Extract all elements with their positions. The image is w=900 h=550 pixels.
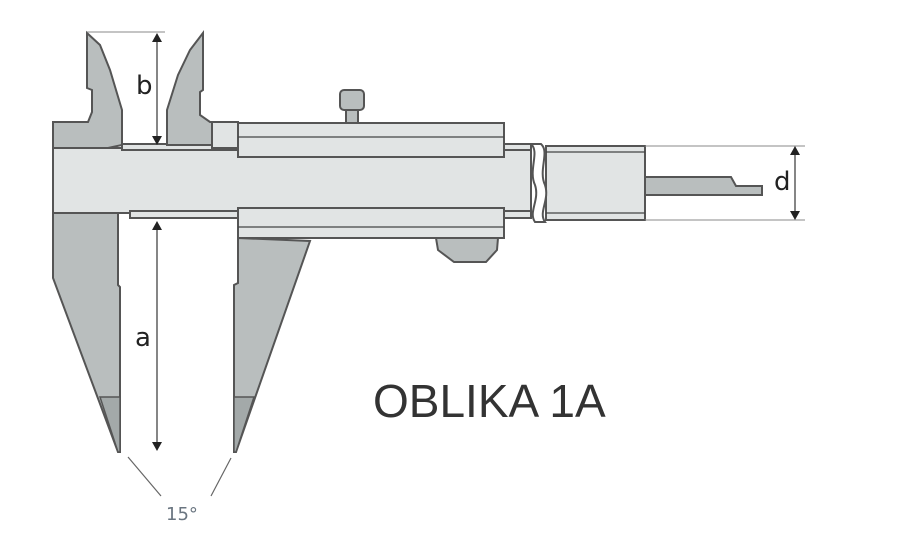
thumb-grip [434, 237, 500, 263]
label-d: d [774, 167, 791, 197]
label-b: b [136, 71, 153, 101]
slider-spacer [211, 121, 239, 149]
angle-line-left [127, 456, 162, 497]
lock-screw-head [339, 89, 365, 111]
arrow-up-icon [152, 33, 162, 42]
arrow-down-icon [790, 211, 800, 220]
angle-line-right [210, 457, 232, 497]
depth-rod [644, 176, 763, 196]
arrow-up-icon [790, 146, 800, 155]
fixed-lower-jaw [52, 211, 121, 453]
arrow-up-icon [152, 221, 162, 230]
slider-top [237, 122, 505, 158]
main-beam-end [545, 145, 646, 221]
moving-lower-jaw-tip [233, 396, 256, 453]
label-a: a [135, 323, 151, 353]
label-angle: 15° [166, 504, 198, 525]
fixed-upper-jaw [52, 30, 123, 149]
fixed-lower-jaw-tip [98, 396, 121, 453]
slider-bottom [237, 207, 505, 239]
arrow-down-icon [152, 442, 162, 451]
main-beam [52, 147, 532, 214]
diagram-title: OBLIKA 1A [373, 375, 606, 427]
arrow-down-icon [152, 136, 162, 145]
beam-break [528, 143, 548, 223]
